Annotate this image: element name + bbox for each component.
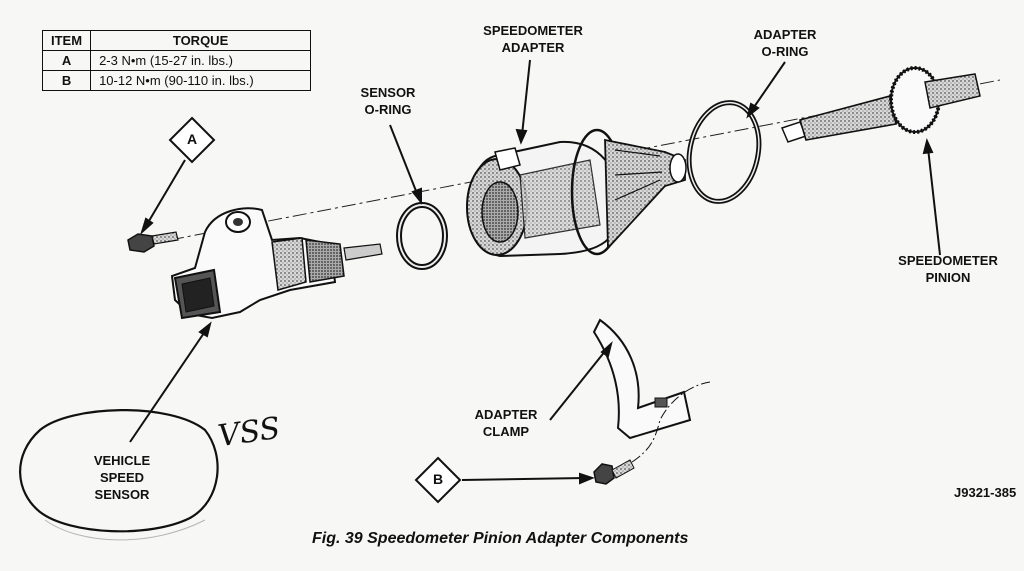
table-cell-item: A bbox=[41, 50, 92, 71]
table-header-row: ITEM TORQUE bbox=[41, 30, 312, 51]
label-adapter-oring: ADAPTER O-RING bbox=[753, 27, 817, 59]
bolt-a bbox=[127, 231, 179, 253]
callout-diamond-b bbox=[414, 456, 462, 504]
callout-diamond-a bbox=[168, 116, 216, 164]
table-row: A 2-3 N•m (15-27 in. lbs.) bbox=[41, 50, 312, 71]
diamond-b-label: B bbox=[432, 471, 444, 487]
torque-spec-table: ITEM TORQUE A 2-3 N•m (15-27 in. lbs.) B… bbox=[41, 30, 312, 91]
table-header-torque: TORQUE bbox=[90, 30, 312, 51]
label-vehicle-speed-sensor: VEHICLE SPEED SENSOR bbox=[93, 453, 151, 502]
adapter-clamp-part bbox=[592, 318, 692, 440]
sensor-o-ring-part bbox=[396, 202, 448, 270]
label-sensor-oring: SENSOR O-RING bbox=[360, 85, 416, 117]
handdrawn-circle bbox=[19, 409, 219, 533]
leader-lines bbox=[129, 59, 941, 485]
label-speedometer-pinion: SPEEDOMETER PINION bbox=[898, 253, 998, 285]
table-cell-torque: 2-3 N•m (15-27 in. lbs.) bbox=[90, 50, 312, 71]
label-speedometer-adapter: SPEEDOMETER ADAPTER bbox=[483, 23, 583, 55]
table-header-item: ITEM bbox=[41, 30, 92, 51]
speedometer-pinion-part bbox=[780, 66, 981, 143]
table-cell-torque: 10-12 N•m (90-110 in. lbs.) bbox=[90, 70, 312, 91]
speedometer-adapter-part bbox=[466, 128, 687, 258]
bolt-b bbox=[593, 381, 711, 485]
vehicle-speed-sensor-part bbox=[170, 207, 383, 320]
diamond-a-label: A bbox=[186, 131, 198, 147]
label-adapter-clamp: ADAPTER CLAMP bbox=[474, 407, 538, 439]
figure-caption: Fig. 39 Speedometer Pinion Adapter Compo… bbox=[312, 530, 689, 547]
table-row: B 10-12 N•m (90-110 in. lbs.) bbox=[41, 70, 312, 91]
figure-number: J9321-385 bbox=[954, 485, 1017, 500]
adapter-o-ring-part bbox=[686, 100, 762, 204]
table-cell-item: B bbox=[41, 70, 92, 91]
